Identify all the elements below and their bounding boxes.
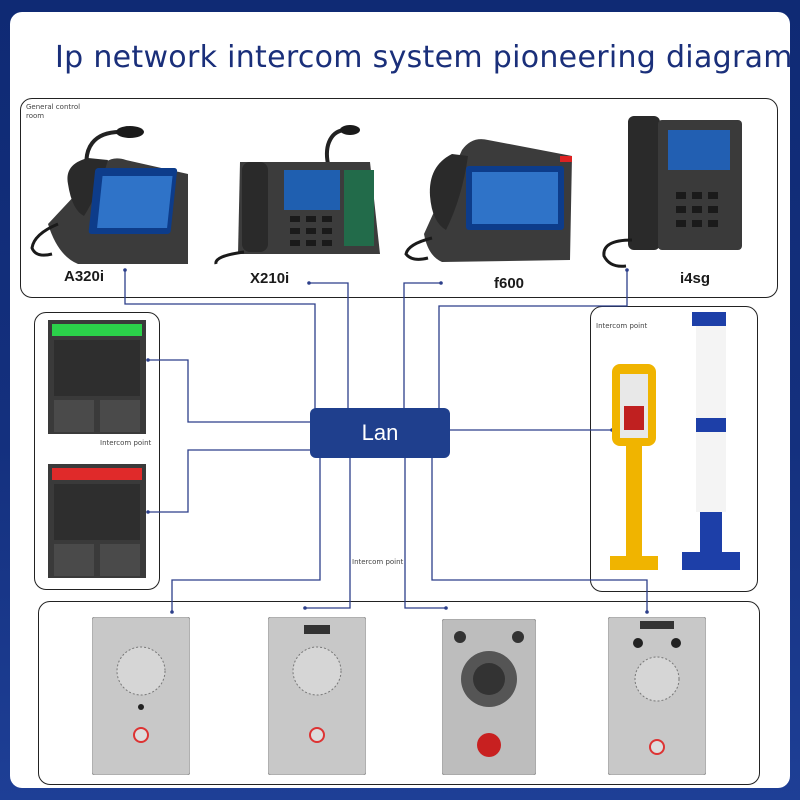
wire-f600 [403,282,441,412]
wire-panel-3 [404,456,446,609]
desk-phone-with-gooseneck-mic-icon [214,125,380,265]
camera-intercom-panel-icon [608,617,706,775]
intercom-point-label-bottom: Intercom point [352,558,404,566]
intercom-point-label-left: Intercom point [100,439,152,447]
wall-speaker-icon [48,320,146,434]
wire-i4sg [438,270,628,412]
phone-model-label: f600 [494,275,525,292]
left-intercom-panel [34,312,160,590]
wire-panel-2 [305,456,351,609]
right-intercom-panel [590,306,758,592]
ip-desk-phone-icon [602,116,742,268]
wall-speaker-icon [48,464,146,578]
diagram-title: Ip network intercom system pioneering di… [55,40,793,75]
flush-intercom-panel-icon [268,617,366,775]
wire-panel-4 [431,456,648,612]
intercom-point-label-right: Intercom point [596,322,648,330]
phone-model-label: i4sg [680,270,711,287]
wire-speaker-bottom [148,449,312,513]
blue-emergency-pillar-icon [682,312,740,570]
wire-a320i [124,270,316,412]
video-phone-with-gooseneck-mic-icon [30,126,188,264]
horn-intercom-panel-icon [442,619,536,775]
lan-switch: Lan [310,408,450,458]
wire-x210i [309,282,349,412]
control-room-panel [20,98,778,298]
wire-panel-1 [171,456,321,612]
control-room-label: General control room [26,103,81,120]
phone-model-label: A320i [64,268,105,285]
wire-speaker-top [148,359,312,423]
bottom-intercom-panel [38,601,760,785]
flush-intercom-panel-icon [92,617,190,775]
yellow-intercom-pillar-icon [610,364,658,570]
video-desk-phone-icon [404,139,572,262]
phone-model-label: X210i [250,270,290,287]
